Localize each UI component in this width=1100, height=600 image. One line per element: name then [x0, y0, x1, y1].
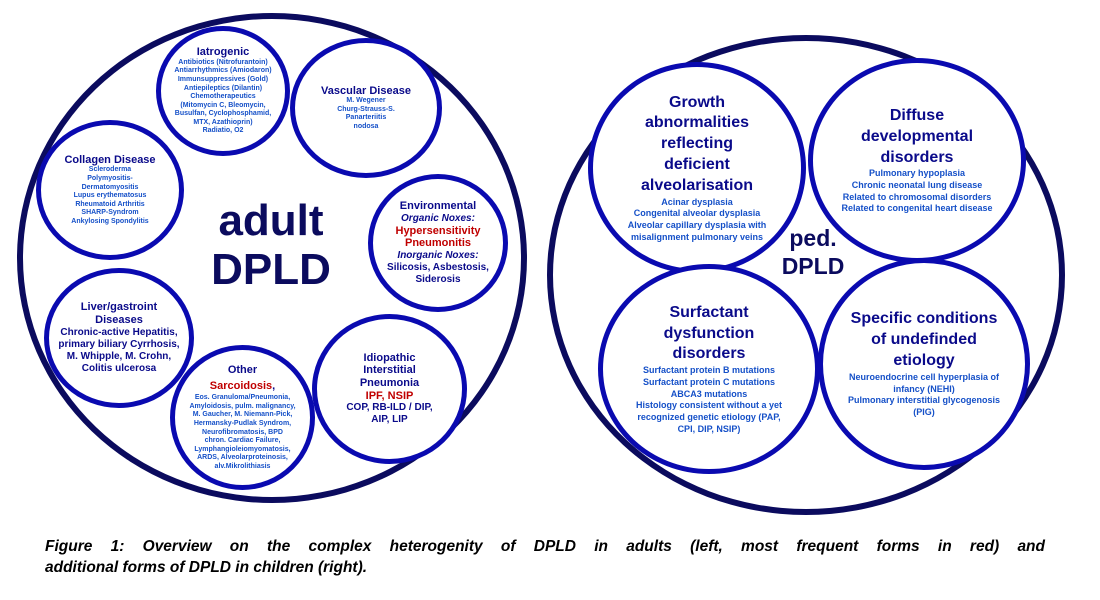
- idiopathic-interstitial-pneumonia-bubble: Idiopathic Interstitial Pneumonia IPF, N…: [312, 314, 467, 464]
- adult-dpld-label: adult DPLD: [211, 196, 331, 295]
- environmental-bubble: Environmental Organic Noxes: Hypersensit…: [368, 174, 508, 312]
- iatrogenic-list: Antibiotics (Nitrofurantoin)Antiarrhythm…: [174, 58, 272, 135]
- iatrogenic-bubble: Iatrogenic Antibiotics (Nitrofurantoin)A…: [156, 26, 290, 156]
- figure-caption: Figure 1: Overview on the complex hetero…: [45, 538, 1045, 576]
- liver-gastrointestinal-bubble: Liver/gastroint Diseases Chronic-active …: [44, 268, 194, 408]
- other-bubble: Other Sarcoidosis, Eos. Granuloma/Pneumo…: [170, 345, 315, 490]
- ped-dpld-label: ped. DPLD: [781, 225, 845, 280]
